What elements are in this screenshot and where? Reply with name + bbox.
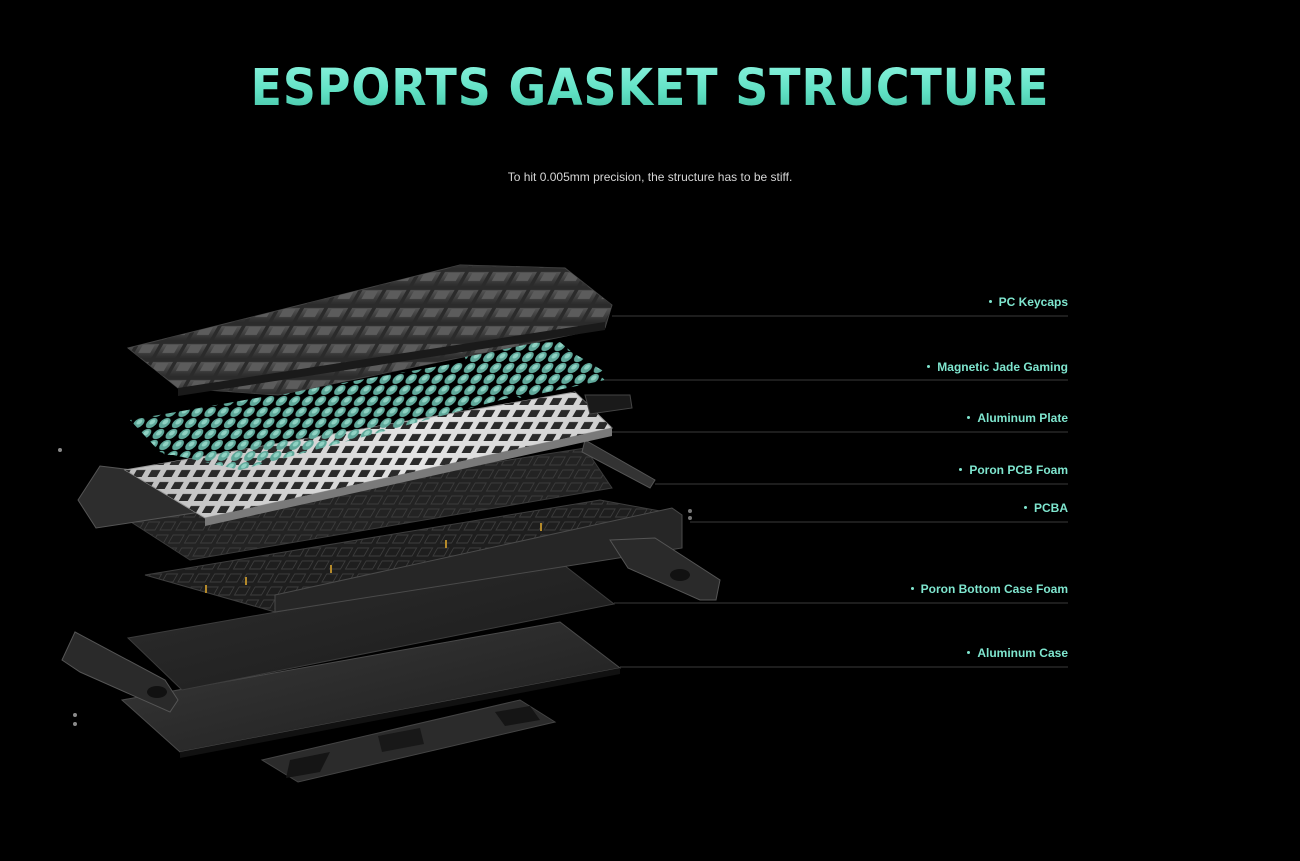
screws <box>58 448 77 726</box>
layer-label-text: Poron Bottom Case Foam <box>920 582 1068 596</box>
layer-aluminum-plate <box>123 391 633 526</box>
bullet-icon <box>988 300 992 304</box>
leader-lines <box>604 315 1068 668</box>
layer-aluminum-case <box>61 621 622 758</box>
bullet-icon <box>967 416 971 420</box>
layer-pcba <box>144 499 721 613</box>
keyboard-bottom-feet <box>260 699 557 783</box>
label-poron-bottom-case-foam: Poron Bottom Case Foam <box>910 582 1068 596</box>
page-subtitle: To hit 0.005mm precision, the structure … <box>507 170 793 184</box>
layer-pc-keycaps <box>126 264 613 396</box>
label-poron-pcb-foam: Poron PCB Foam <box>959 463 1068 477</box>
label-aluminum-case: Aluminum Case <box>967 646 1068 660</box>
label-pcba: PCBA <box>1023 501 1068 515</box>
layer-magnetic-switches <box>130 342 605 470</box>
layer-label-text: Aluminum Plate <box>977 411 1068 425</box>
page-title: ESPORTS GASKET STRUCTURE <box>65 58 1235 120</box>
layer-label-text: PC Keycaps <box>998 295 1068 309</box>
bullet-icon <box>959 468 963 472</box>
layer-label-text: Aluminum Case <box>977 646 1068 660</box>
bullet-icon <box>1023 506 1027 510</box>
bullet-icon <box>927 365 931 369</box>
layer-label-text: Poron PCB Foam <box>969 463 1068 477</box>
bullet-icon <box>967 651 971 655</box>
label-pc-keycaps: PC Keycaps <box>988 295 1068 309</box>
bullet-icon <box>910 587 914 591</box>
layer-label-text: Magnetic Jade Gaming <box>937 360 1068 374</box>
layer-label-text: PCBA <box>1033 501 1068 515</box>
label-aluminum-plate: Aluminum Plate <box>967 411 1068 425</box>
label-magnetic-jade-gaming: Magnetic Jade Gaming <box>927 360 1068 374</box>
